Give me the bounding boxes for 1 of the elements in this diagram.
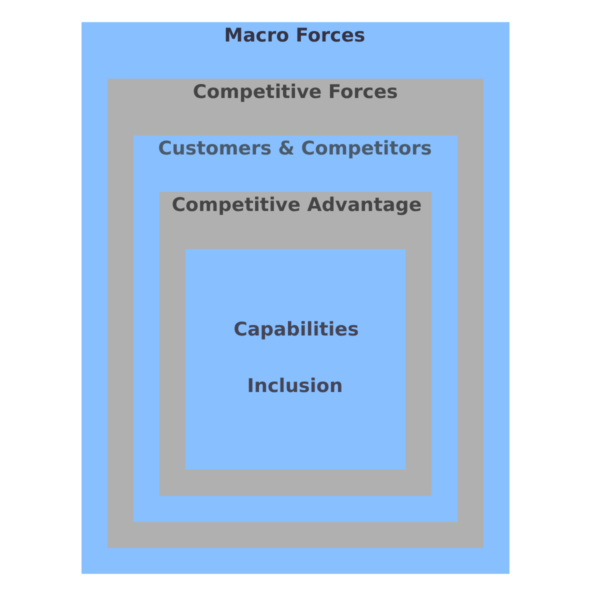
node-box: Capabilities Inclusion <box>185 249 406 470</box>
